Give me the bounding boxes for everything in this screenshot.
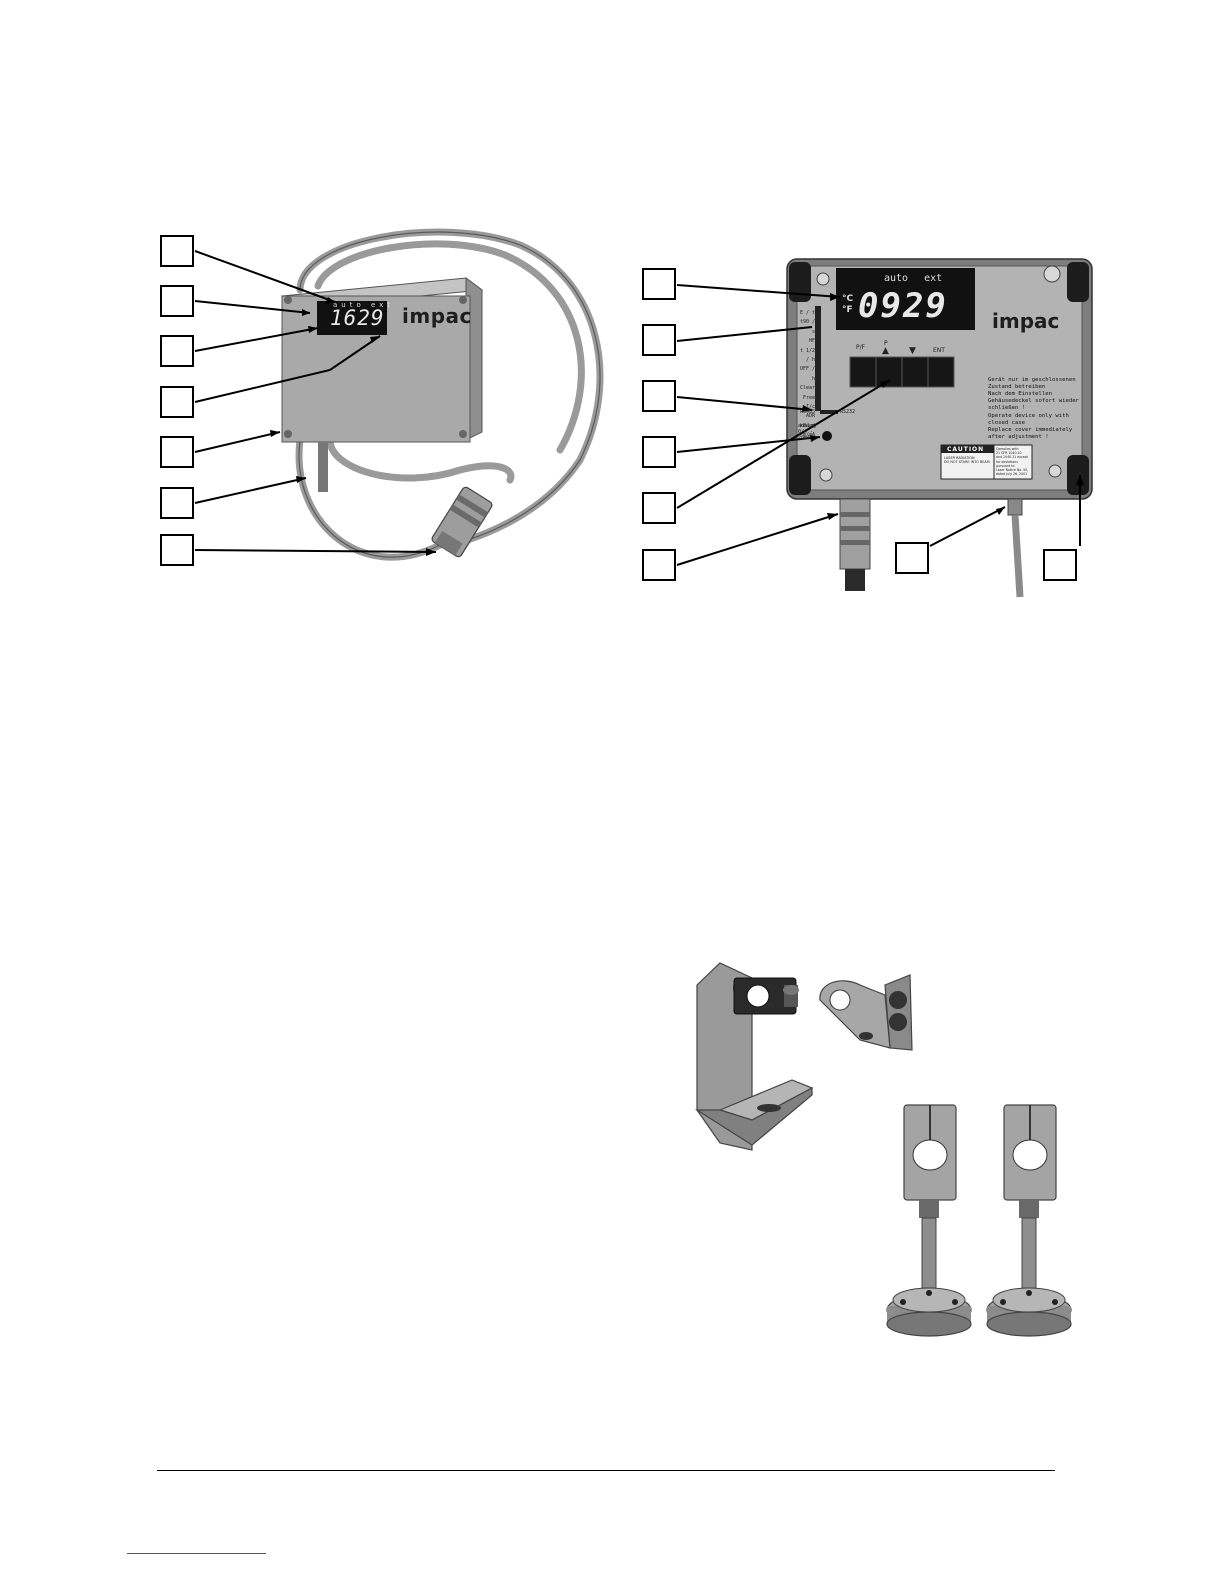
callout-box-left-1 [160,235,194,267]
warning-line: Nach dem Einstellen [988,391,1052,397]
side-menu-item: Free [802,394,815,401]
compliance-label [993,444,1033,480]
warning-text-english: Operate device only with closed case Rep… [988,413,1072,441]
panel-display-indicators: auto ext [884,273,942,284]
key-label-down: ▼ [909,346,916,356]
callout-box-right-6 [642,549,676,581]
caution-heading: CAUTION [947,446,985,453]
side-menu-item: t 1/2 / h [799,347,815,364]
compliance-line: 21 CFR 1040.10 [996,451,1022,456]
footer-link-underline[interactable] [127,1553,266,1554]
panel-screws [816,265,1062,482]
callout-box-right-1 [642,268,676,300]
key-label-pf: P/F [856,344,866,351]
compact-display [317,301,387,335]
compliance-line: for deviations [996,459,1018,464]
side-menu-item: m/mA [802,432,815,439]
callout-box-left-7 [160,534,194,566]
port-label-rs232: RS232 [840,409,856,415]
unit-labels: °C °F [842,294,853,316]
side-menu: E / t t90 / s HF t 1/2 / h OFF / h Clear… [799,309,815,441]
key-label-p: P [884,340,888,347]
compliance-text: Complies with 21 CFR 1040.10 and 1040.11… [996,447,1032,476]
warning-line: Gerät nur im geschlossenen [988,377,1076,383]
compliance-line: dated July 26, 2001 [996,472,1028,477]
key-label-ent: ENT [933,347,945,354]
callout-box-right-3 [642,380,676,412]
compact-display-value: 1629 [330,306,385,330]
bottom-connector [839,498,871,591]
mounting-bracket-l [694,962,814,1151]
warning-line: Replace cover immediately [988,427,1073,433]
mounting-bracket-angle [819,974,913,1051]
callout-box-right-2 [642,324,676,356]
unit-fahrenheit: °F [842,305,853,315]
panel-keypad [849,356,955,388]
compact-display-indicators: auto ext [333,301,394,309]
side-menu-item: I/c [805,404,815,411]
indicator-ext: ext [371,301,395,309]
warning-line: closed case [988,420,1026,426]
footer-rule [157,1470,1055,1471]
caution-small-text: LASER RADIATION DO NOT STARE INTO BEAM [944,456,992,464]
panel-display-value: 0929 [858,286,948,326]
compliance-line: Complies with [996,447,1019,451]
side-menu-item: HF [808,338,815,345]
callout-box-right-7 [895,542,929,574]
compliance-line: Laser Notice No. 50, [996,468,1029,473]
side-menu-item: E / t [799,310,815,316]
side-menu-item: t90 / s [799,319,815,335]
analog-jack [822,431,832,441]
port-label-rs485: RS485 [800,409,816,415]
side-menu-item: Clear [799,385,815,392]
right-leader-lines [676,284,1081,566]
callout-box-right-8 [1043,549,1077,581]
warning-line: Operate device only with [988,413,1069,419]
callout-box-left-6 [160,487,194,519]
caution-line: DO NOT STARE INTO BEAM [944,460,990,464]
pedestal-clamp-right [986,1104,1072,1337]
callout-box-left-5 [160,436,194,468]
pedestal-clamp-left [886,1104,972,1337]
analog-label: analog 0/4 - 20mA [798,423,817,441]
callout-box-left-3 [160,335,194,367]
sensor-head [431,486,493,558]
warning-line: Zustand betreiben [988,384,1046,390]
callout-box-right-5 [642,492,676,524]
callout-box-left-4 [160,386,194,418]
compliance-line: and 1040.11 except [996,455,1028,460]
key-label-up: ▲ [882,346,889,356]
side-menu-item: ADR [805,413,815,420]
side-menu-item: kBaud [799,422,815,429]
brand-logo-right: impac [992,309,1060,333]
unit-celsius: °C [842,294,854,304]
compliance-line: pursuant to [996,463,1015,468]
side-menu-item: OFF / h [799,366,815,382]
indicator-auto: auto [333,301,365,309]
callout-box-right-4 [642,436,676,468]
indicator-ext: ext [924,273,943,284]
warning-line: after adjustment ! [988,434,1049,440]
caution-line: LASER RADIATION [944,456,975,460]
indicator-auto: auto [884,273,909,284]
warning-line: schließen ! [988,405,1026,411]
warning-text-german: Gerät nur im geschlossenen Zustand betre… [988,377,1079,412]
brand-logo-left: impac [402,304,472,328]
warning-line: Gehäusedeckel sofort wieder [988,398,1079,404]
fiber-cable-exit [1007,498,1024,598]
callout-box-left-2 [160,285,194,317]
left-leader-lines [194,250,437,553]
panel-display [836,268,975,330]
